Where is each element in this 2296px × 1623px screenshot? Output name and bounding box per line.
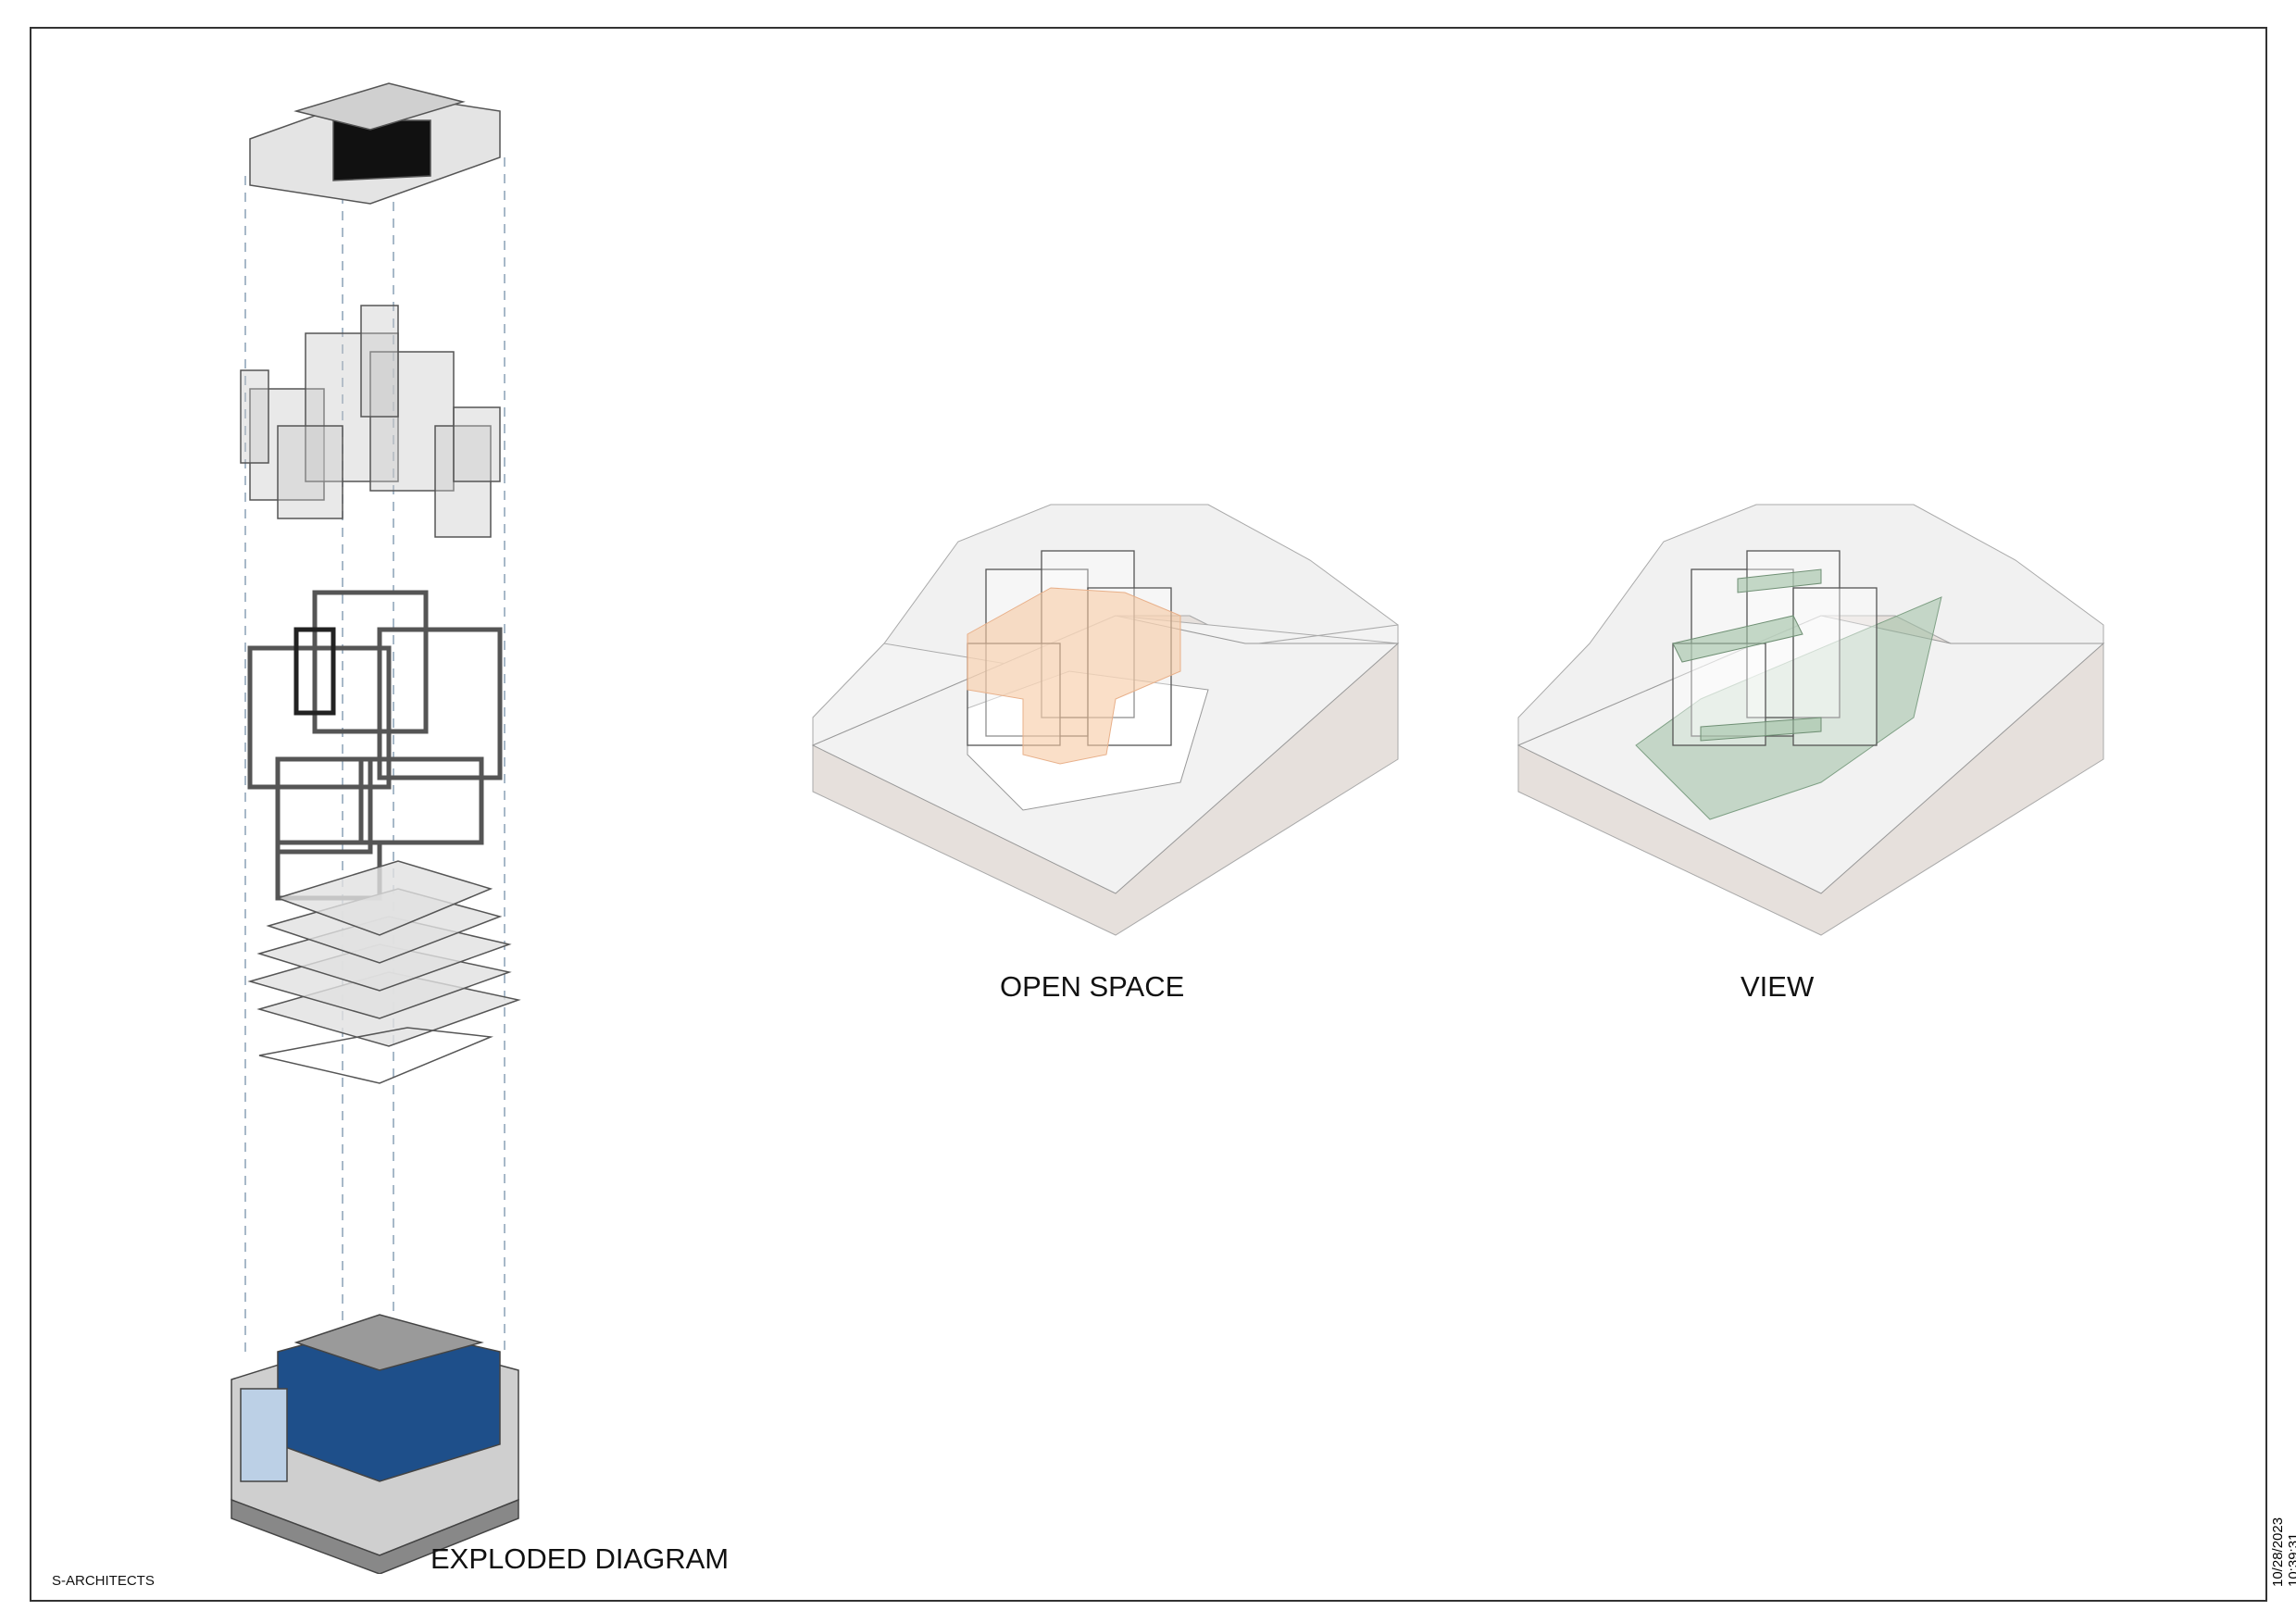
view-caption: VIEW [1741, 970, 1815, 1003]
wall-layer [240, 305, 501, 538]
sheet-border [30, 27, 2267, 1602]
exploded-diagram [231, 82, 521, 1574]
view-diagram [1516, 504, 2105, 936]
open-space-diagram [811, 504, 1400, 936]
open-space-caption: OPEN SPACE [1000, 970, 1185, 1003]
view-highlight [1635, 596, 1942, 820]
roof-layer [249, 82, 501, 205]
print-timestamp: 10/28/2023 10:39:31 AM [2270, 1517, 2296, 1587]
building-render [231, 1314, 519, 1574]
open-space-highlight [967, 587, 1181, 765]
firm-name: S-ARCHITECTS [52, 1573, 155, 1589]
floor-plates-layer [247, 860, 521, 1084]
exploded-diagram-caption: EXPLODED DIAGRAM [430, 1542, 730, 1575]
structure-layer [247, 590, 503, 901]
